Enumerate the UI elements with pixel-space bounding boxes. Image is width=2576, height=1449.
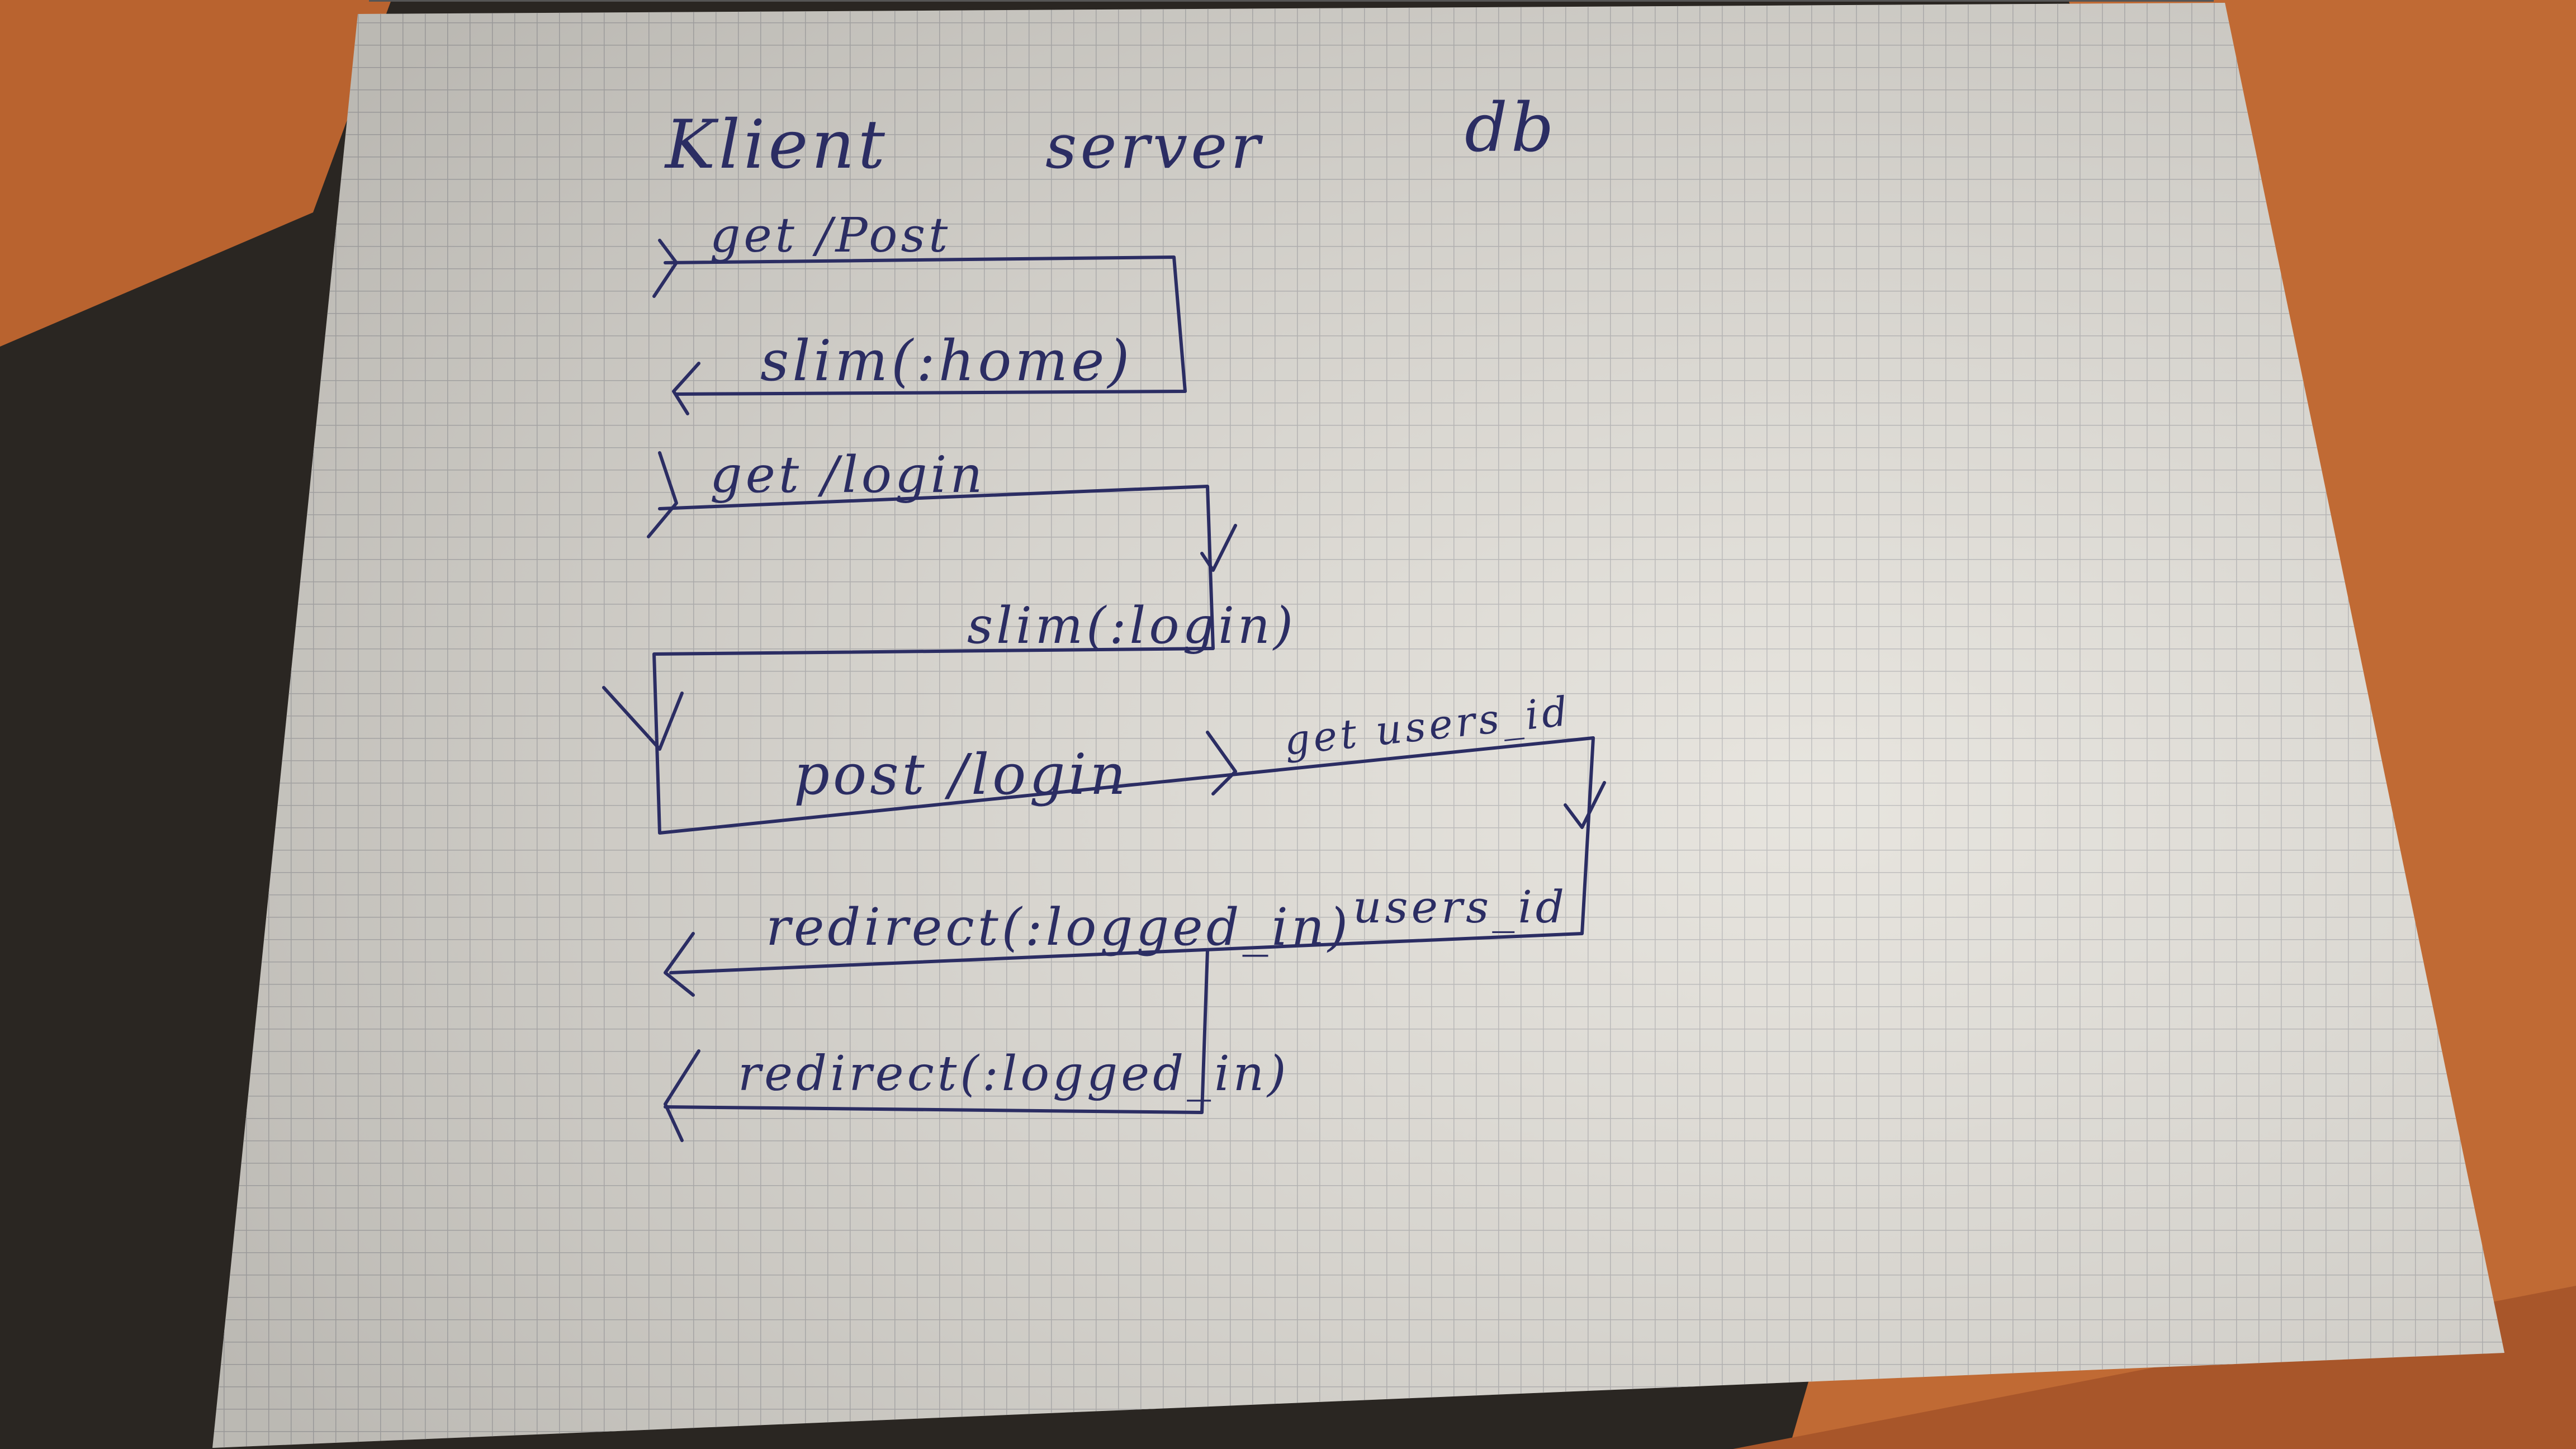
desk-surface-left bbox=[0, 0, 391, 347]
label-get-login: get /login bbox=[710, 446, 986, 504]
arrow-head-users-id bbox=[1564, 781, 1606, 829]
header-server: server bbox=[1045, 111, 1263, 182]
label-slim-home: slim(:home) bbox=[760, 328, 1133, 394]
label-post-login: post /login bbox=[794, 742, 1129, 807]
desk-surface-right bbox=[1789, 0, 2576, 1449]
notebook-page bbox=[212, 3, 2504, 1448]
label-redirect-logged-in-1: redirect(:logged_in) bbox=[766, 897, 1351, 957]
arrow-head-get-login bbox=[647, 451, 678, 538]
sequence-sketch bbox=[602, 239, 1606, 1142]
arrow-head-slim-login bbox=[1200, 524, 1237, 572]
header-db: db bbox=[1465, 89, 1557, 167]
label-slim-login: slim(:login) bbox=[967, 596, 1296, 655]
arrow-head-redirect-2 bbox=[664, 1049, 700, 1142]
arrow-redirect-2 bbox=[664, 949, 1209, 1114]
label-get-post: get /Post bbox=[710, 208, 951, 263]
arrow-get-post bbox=[664, 255, 1187, 396]
arrow-head-redirect-1 bbox=[664, 932, 695, 997]
arrow-head-get-users bbox=[1206, 731, 1237, 795]
header-client: Klient bbox=[664, 106, 888, 184]
arrow-head-slim-home bbox=[672, 362, 700, 415]
label-users-id: users_id bbox=[1353, 881, 1568, 933]
label-redirect-logged-in-2: redirect(:logged_in) bbox=[738, 1046, 1290, 1102]
arrow-head-post-login bbox=[602, 686, 684, 751]
arrow-head-get-post bbox=[652, 239, 678, 298]
arrow-get-login bbox=[652, 485, 1595, 974]
